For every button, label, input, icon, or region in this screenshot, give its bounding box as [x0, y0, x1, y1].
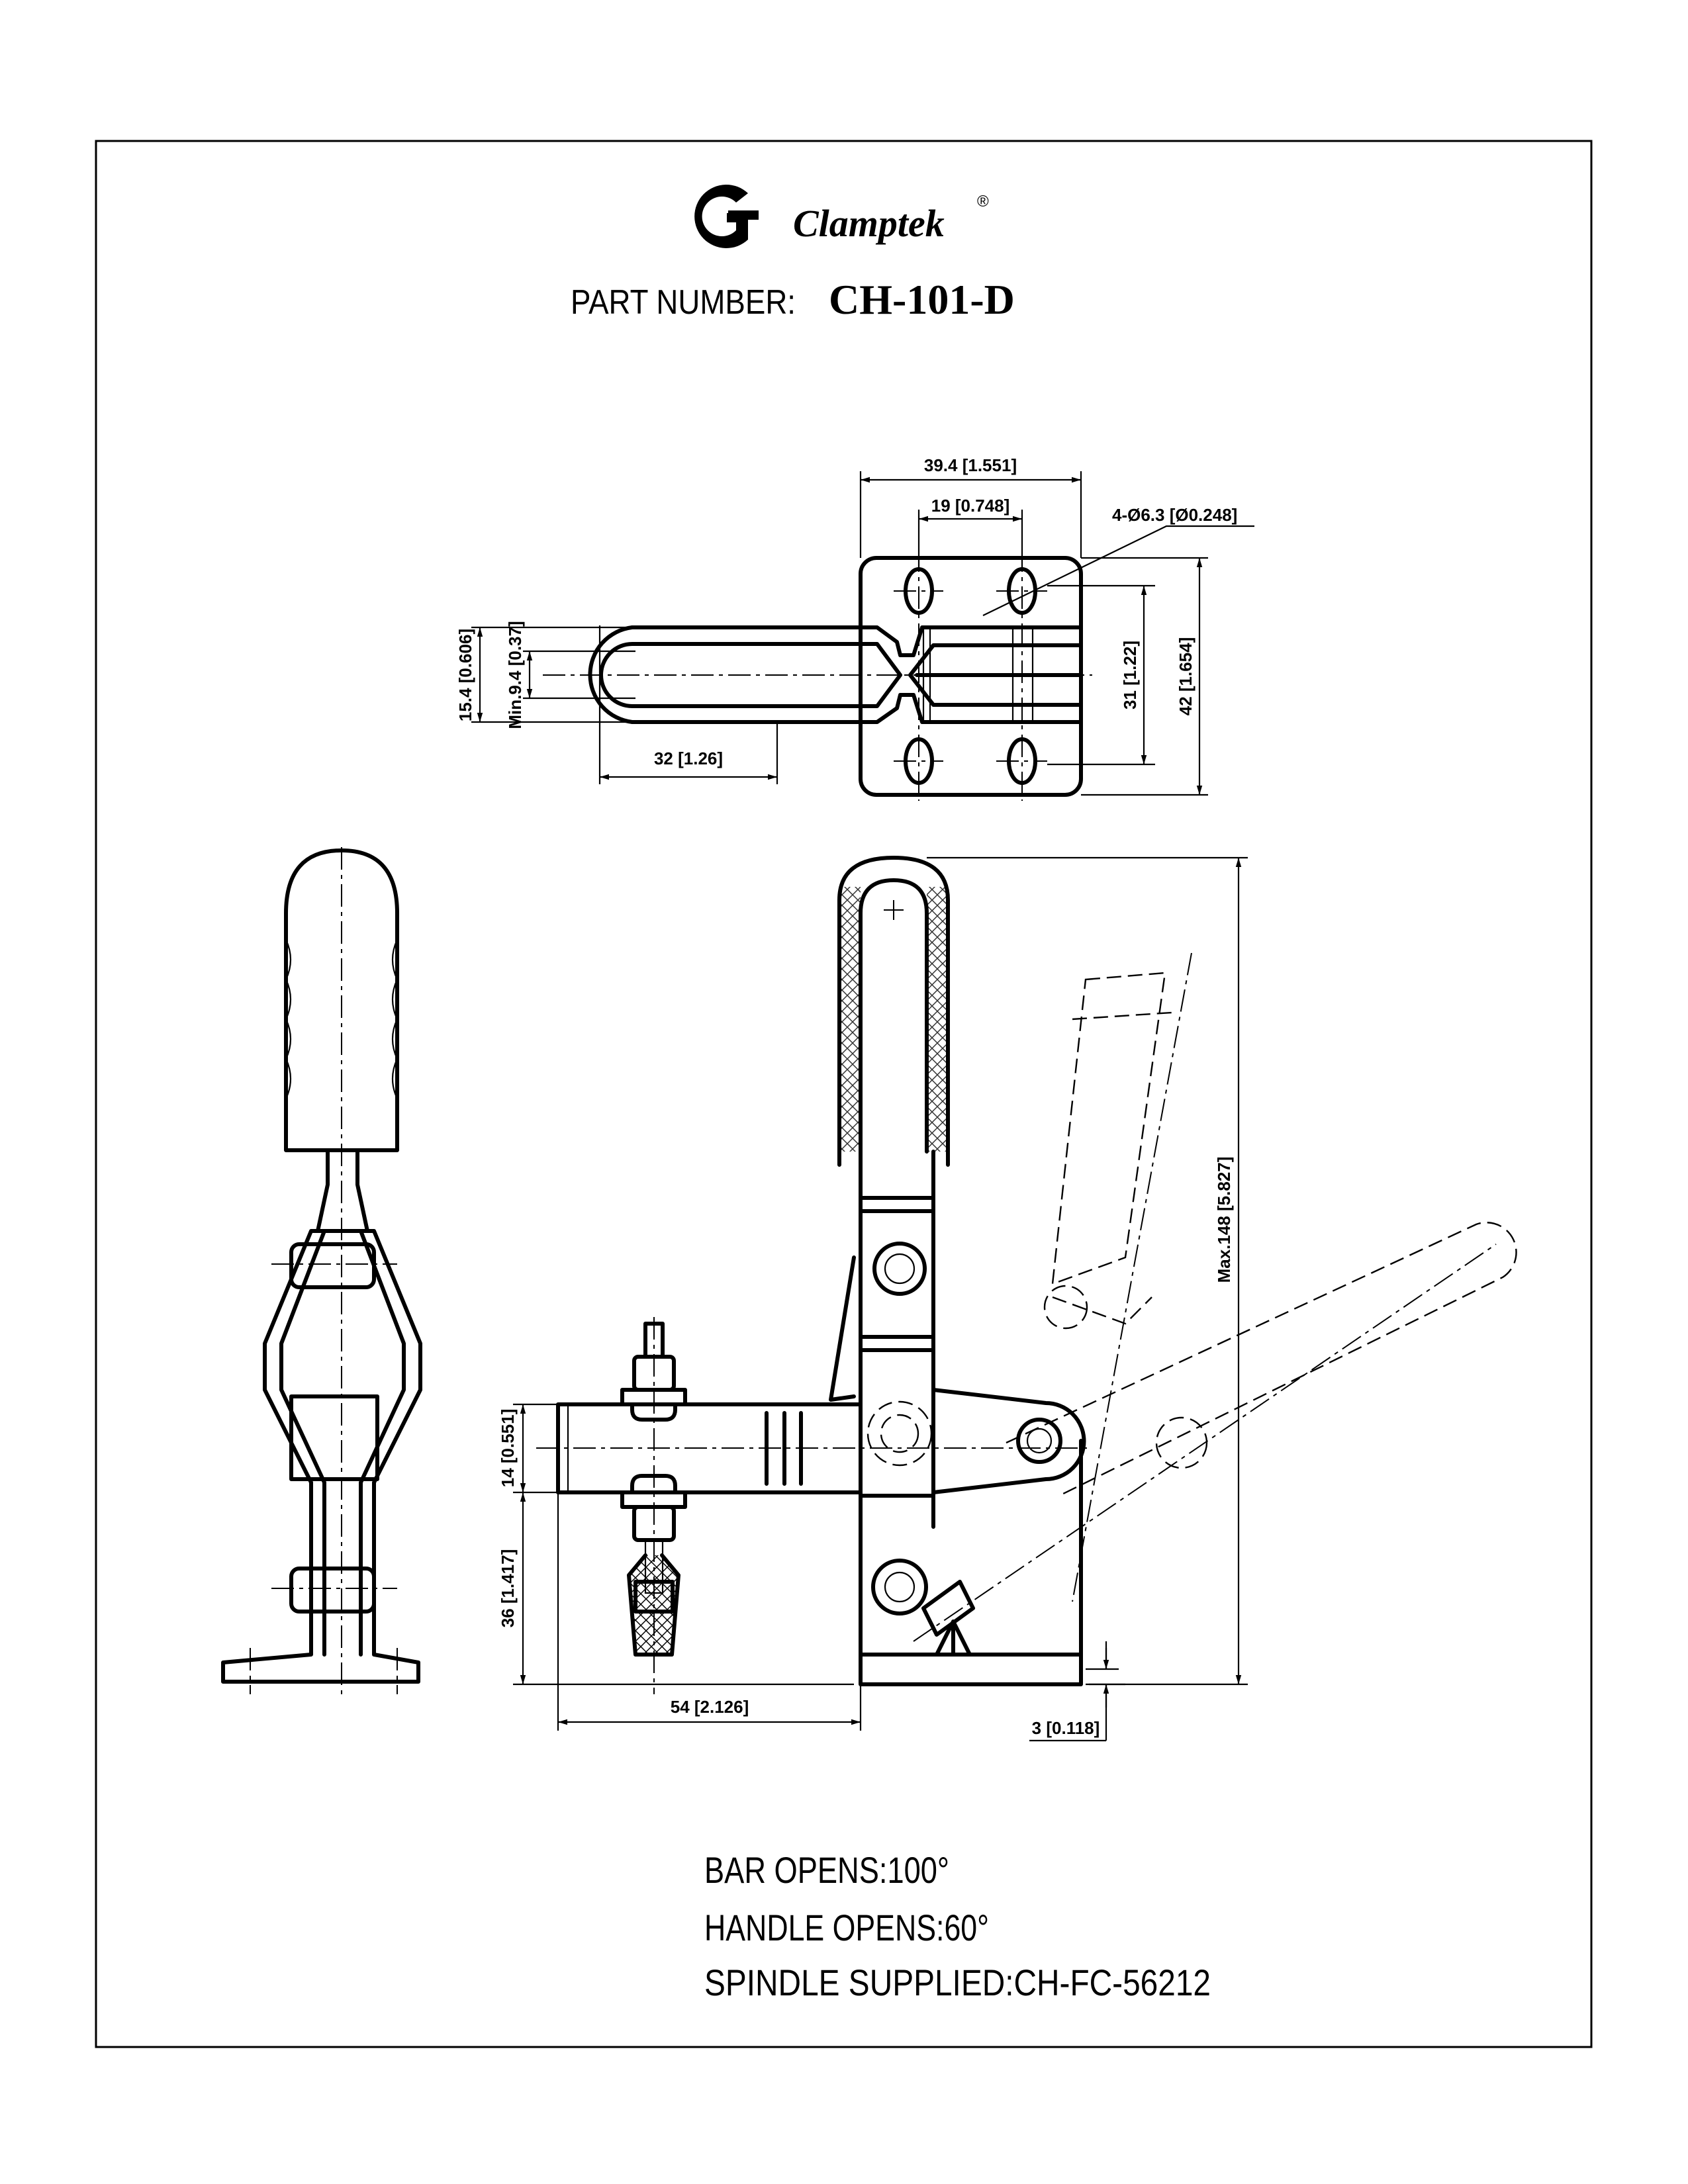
note-bar-opens: BAR OPENS:100°: [704, 1849, 949, 1891]
dim-handle-loop-length: 32 [1.26]: [654, 749, 723, 768]
dim-bar-height: 14 [0.551]: [498, 1409, 518, 1488]
sheet-border: [95, 140, 1593, 2048]
front-view-dimensions: Max.148 [5.827] 14 [0.551] 36 [1.417] 54…: [498, 856, 1248, 1742]
side-view: [221, 847, 422, 1694]
dim-handle-width: 15.4 [0.606]: [455, 629, 475, 721]
registered-mark: ®: [977, 193, 989, 210]
dim-hole-spacing-y: 31 [1.22]: [1120, 641, 1140, 709]
brand-name: Clamptek: [793, 202, 945, 245]
dim-plate-height: 42 [1.654]: [1176, 637, 1196, 716]
top-view: [543, 549, 1092, 801]
part-number-label: PART NUMBER:: [571, 283, 796, 322]
front-view: [536, 856, 1517, 1694]
dim-holes: 4-Ø6.3 [Ø0.248]: [1112, 505, 1237, 525]
part-number: CH-101-D: [829, 276, 1015, 323]
dim-reach: 54 [2.126]: [671, 1697, 749, 1717]
dim-max-height: Max.148 [5.827]: [1214, 1157, 1234, 1283]
note-spindle-supplied: SPINDLE SUPPLIED:CH-FC-56212: [704, 1962, 1211, 2003]
clamptek-logo-icon: [694, 185, 759, 248]
note-handle-opens: HANDLE OPENS:60°: [704, 1907, 989, 1948]
dim-hole-spacing-x: 19 [0.748]: [931, 496, 1010, 516]
dim-handle-inner: Min.9.4 [0.37]: [505, 621, 525, 729]
dim-overall-width: 39.4 [1.551]: [924, 455, 1017, 475]
top-view-dimensions: 39.4 [1.551] 19 [0.748] 4-Ø6.3 [Ø0.248] …: [455, 455, 1254, 796]
dim-bar-elevation: 36 [1.417]: [498, 1549, 518, 1628]
dim-base-thickness: 3 [0.118]: [1032, 1718, 1100, 1738]
